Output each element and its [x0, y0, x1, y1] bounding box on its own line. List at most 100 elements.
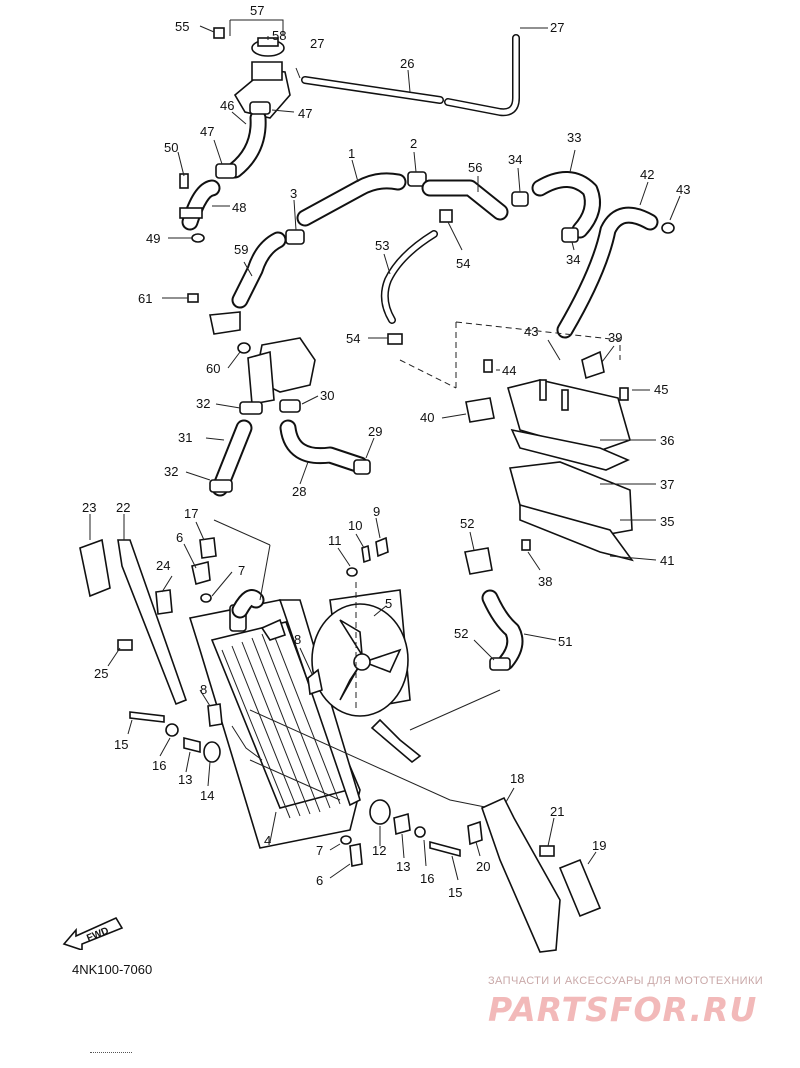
callout-44: 44 [502, 363, 516, 378]
hose-51 [464, 531, 557, 671]
callout-58: 58 [272, 28, 286, 43]
callout-52: 52 [454, 626, 468, 641]
callout-17: 17 [184, 506, 198, 521]
callout-37: 37 [660, 477, 674, 492]
callout-34: 34 [566, 252, 580, 267]
callout-25: 25 [94, 666, 108, 681]
callout-5: 5 [385, 596, 392, 611]
callout-48: 48 [232, 200, 246, 215]
callout-54: 54 [456, 256, 470, 271]
callout-21: 21 [550, 804, 564, 819]
callout-15: 15 [448, 885, 462, 900]
callout-50: 50 [164, 140, 178, 155]
callout-numbers: 55 57 58 27 26 27 1 2 56 33 34 42 43 46 … [82, 3, 690, 900]
radiator-4 [188, 519, 361, 849]
callout-42: 42 [640, 167, 654, 182]
callout-7: 7 [316, 843, 323, 858]
upper-radiator-hose-1 [296, 151, 427, 227]
hose-59 [231, 199, 305, 309]
callout-6: 6 [176, 530, 183, 545]
callout-52: 52 [460, 516, 474, 531]
callout-47: 47 [200, 124, 214, 139]
left-bracket [79, 514, 223, 787]
callout-26: 26 [400, 56, 414, 71]
callout-4: 4 [264, 833, 271, 848]
diagram-code: 4NK100-7060 [72, 962, 153, 977]
callout-9: 9 [373, 504, 380, 519]
watermark-tagline: ЗАПЧАСТИ И АКСЕССУАРЫ ДЛЯ МОТОТЕХНИКИ [488, 975, 764, 987]
cover-assembly [399, 321, 657, 571]
callout-41: 41 [660, 553, 674, 568]
callout-19: 19 [592, 838, 606, 853]
callout-1: 1 [348, 146, 355, 161]
callout-57: 57 [250, 3, 264, 18]
hose-56 [421, 176, 509, 251]
callout-12: 12 [372, 843, 386, 858]
callout-16: 16 [420, 871, 434, 886]
callout-18: 18 [510, 771, 524, 786]
callout-3: 3 [290, 186, 297, 201]
callout-45: 45 [654, 382, 668, 397]
callout-53: 53 [375, 238, 389, 253]
callout-27: 27 [550, 20, 564, 35]
callout-20: 20 [476, 859, 490, 874]
hose-48 [168, 151, 230, 243]
footer-divider [90, 1052, 132, 1053]
callout-16: 16 [152, 758, 166, 773]
callout-2: 2 [410, 136, 417, 151]
hose-46 [213, 101, 295, 179]
callout-40: 40 [420, 410, 434, 425]
callout-30: 30 [320, 388, 334, 403]
thermostat-housing [162, 293, 316, 405]
callout-34: 34 [508, 152, 522, 167]
callout-38: 38 [538, 574, 552, 589]
callout-43: 43 [676, 182, 690, 197]
fwd-label: FWD [85, 926, 110, 945]
hose-53 [368, 230, 438, 345]
filler-neck-assembly [199, 19, 291, 119]
callout-33: 33 [567, 130, 581, 145]
fan-assembly-5 [249, 582, 501, 811]
callout-60: 60 [206, 361, 220, 376]
callout-29: 29 [368, 424, 382, 439]
callout-36: 36 [660, 433, 674, 448]
callout-14: 14 [200, 788, 214, 803]
callout-51: 51 [558, 634, 572, 649]
callout-13: 13 [178, 772, 192, 787]
callout-15: 15 [114, 737, 128, 752]
forward-arrow-icon: FWD [62, 910, 126, 955]
callout-32: 32 [164, 464, 178, 479]
hose-28 [279, 395, 375, 485]
callout-11: 11 [328, 533, 342, 548]
overflow-hose-26 [295, 27, 548, 117]
callout-35: 35 [660, 514, 674, 529]
hose-31 [185, 401, 263, 497]
callout-24: 24 [156, 558, 170, 573]
lower-fasteners [329, 799, 461, 881]
hose-42 [556, 181, 681, 339]
callout-55: 55 [175, 19, 189, 34]
callout-8: 8 [200, 682, 207, 697]
callout-31: 31 [178, 430, 192, 445]
watermark-logo: PARTSFOR.RU [488, 990, 758, 1029]
hose-33 [511, 149, 601, 251]
callout-54: 54 [346, 331, 360, 346]
right-bracket [467, 787, 602, 953]
callout-28: 28 [292, 484, 306, 499]
callout-6: 6 [316, 873, 323, 888]
callout-22: 22 [116, 500, 130, 515]
callout-49: 49 [146, 231, 160, 246]
callout-13: 13 [396, 859, 410, 874]
fasteners [183, 517, 389, 603]
callout-61: 61 [138, 291, 152, 306]
callout-47: 47 [298, 106, 312, 121]
callout-39: 39 [608, 330, 622, 345]
callout-56: 56 [468, 160, 482, 175]
callout-10: 10 [348, 518, 362, 533]
callout-46: 46 [220, 98, 234, 113]
callout-7: 7 [238, 563, 245, 578]
callout-23: 23 [82, 500, 96, 515]
callout-43: 43 [524, 324, 538, 339]
callout-8: 8 [294, 632, 301, 647]
